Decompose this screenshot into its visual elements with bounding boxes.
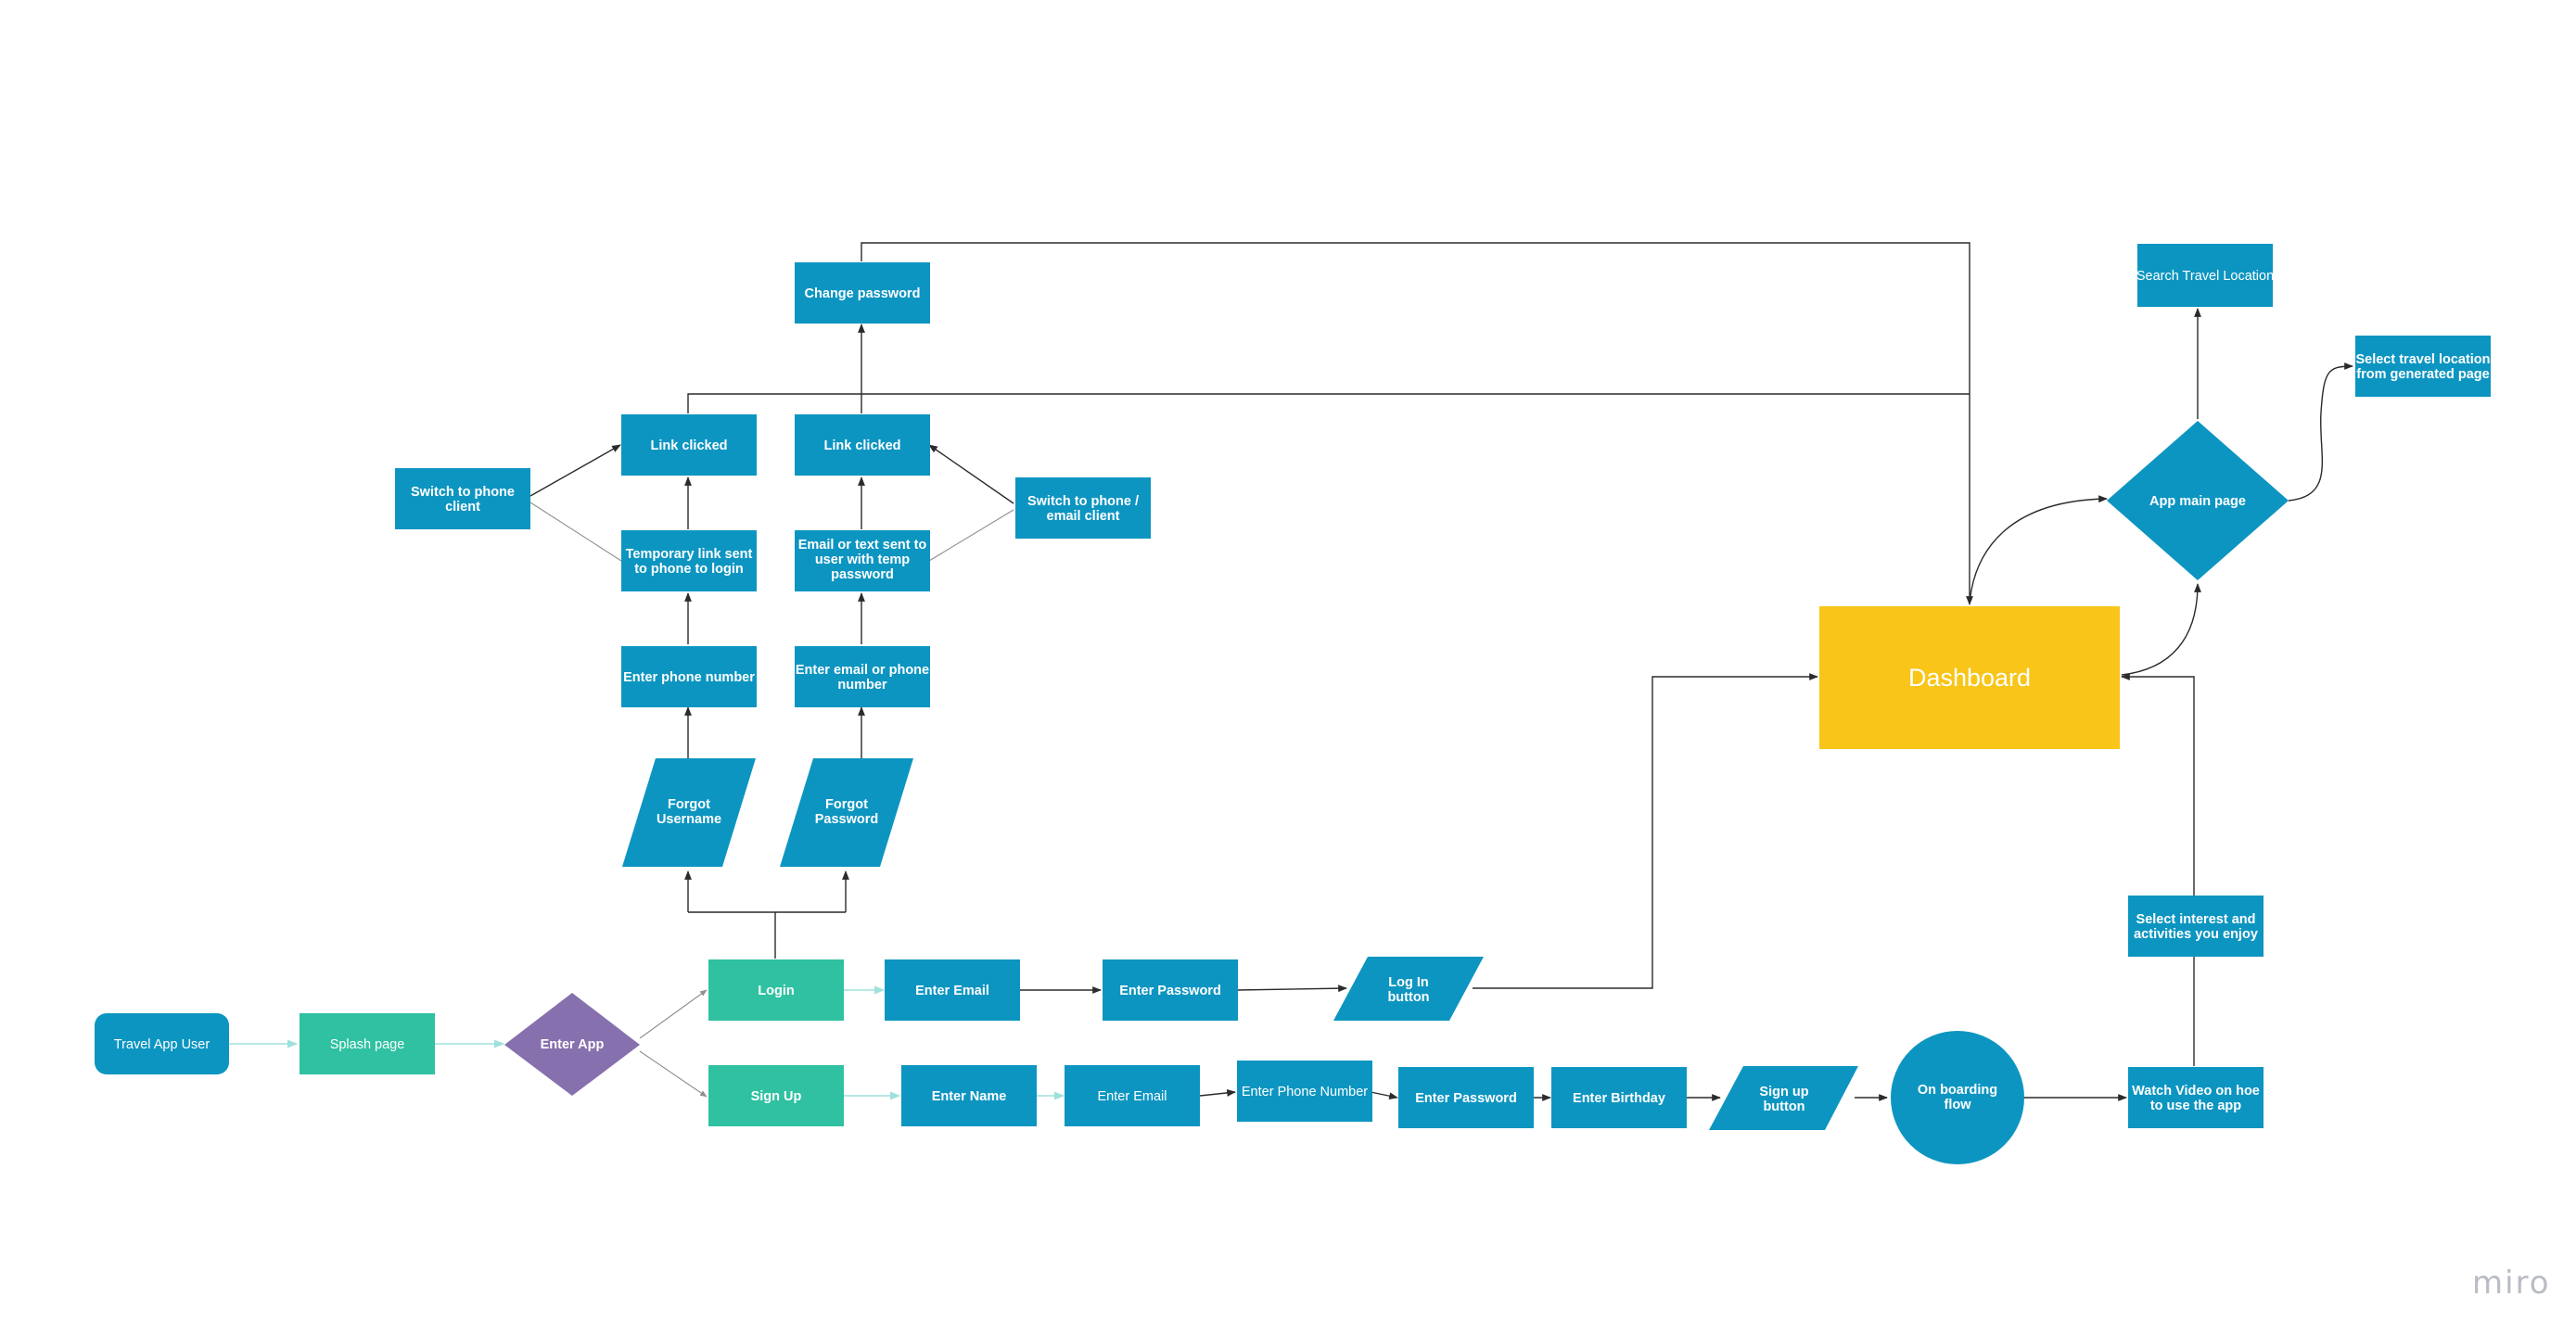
edge-link-clicked-left-to-dashboard	[687, 393, 1970, 413]
node-label: Switch to phone /	[1027, 494, 1139, 509]
node-search-travel-location[interactable]: Search Travel Location	[2136, 244, 2274, 307]
node-label: Select interest and	[2136, 912, 2256, 927]
node-signup-enter-phone[interactable]: Enter Phone Number	[1237, 1061, 1372, 1122]
edge-password-to-login-button	[1236, 985, 1347, 993]
node-label: to use the app	[2150, 1099, 2241, 1113]
node-app-main-page[interactable]: App main page	[2107, 421, 2289, 580]
node-label: Switch to phone	[411, 485, 515, 500]
edge-change-password-to-dashboard	[861, 242, 1973, 605]
node-label: Enter Password	[1415, 1091, 1517, 1106]
node-label: Enter phone number	[623, 670, 755, 685]
nodes: Travel App User Splash page Enter App Lo…	[95, 244, 2491, 1164]
node-label: Forgot	[668, 797, 710, 812]
node-label: from generated page	[2356, 367, 2489, 382]
node-label: Enter Email	[1098, 1089, 1167, 1104]
node-signup-enter-birthday[interactable]: Enter Birthday	[1551, 1067, 1687, 1128]
node-label: Link clicked	[823, 438, 900, 453]
node-label: activities you enjoy	[2134, 927, 2258, 942]
node-label: flow	[1945, 1098, 1972, 1112]
node-log-in-button[interactable]: Log In button	[1333, 957, 1484, 1021]
node-label: Login	[758, 984, 794, 998]
node-label: Dashboard	[1908, 664, 2031, 692]
edge-temp-password-to-switch-email	[928, 509, 1014, 562]
node-travel-app-user[interactable]: Travel App User	[95, 1013, 229, 1074]
node-label: client	[445, 500, 480, 515]
edge-dashboard-to-main-page	[1969, 495, 2108, 603]
node-label: Log In	[1388, 975, 1429, 990]
node-label: button	[1387, 990, 1429, 1005]
node-enter-email-or-phone[interactable]: Enter email or phone number	[795, 646, 930, 707]
node-label: Select travel location	[2355, 352, 2490, 367]
node-change-password[interactable]: Change password	[795, 262, 930, 324]
edge-switch-email-to-link-clicked	[928, 444, 1014, 504]
edge-main-page-to-dashboard	[2121, 583, 2201, 676]
node-label: Enter email or phone	[796, 663, 929, 678]
node-label: number	[837, 678, 887, 692]
node-login-enter-email[interactable]: Enter Email	[885, 959, 1020, 1021]
node-select-travel-location[interactable]: Select travel location from generated pa…	[2355, 336, 2491, 397]
node-label: user with temp	[815, 553, 910, 567]
edge-phone-to-password	[1370, 1091, 1398, 1100]
edge-interest-to-dashboard	[2121, 673, 2195, 896]
node-label: Search Travel Location	[2136, 269, 2274, 284]
node-label: Change password	[805, 286, 921, 301]
node-label: On boarding	[1918, 1083, 1997, 1098]
node-enter-app[interactable]: Enter App	[504, 993, 640, 1096]
node-signup-enter-email[interactable]: Enter Email	[1065, 1065, 1200, 1126]
node-label: Enter Email	[915, 984, 989, 998]
node-sign-up[interactable]: Sign Up	[708, 1065, 844, 1126]
node-login-enter-password[interactable]: Enter Password	[1103, 959, 1238, 1021]
node-signup-enter-name[interactable]: Enter Name	[901, 1065, 1037, 1126]
node-label: Forgot	[825, 797, 868, 812]
node-label: email client	[1047, 509, 1120, 524]
node-sign-up-button[interactable]: Sign up button	[1709, 1066, 1858, 1130]
node-label: Enter App	[541, 1037, 605, 1052]
edge-login-button-to-dashboard	[1473, 673, 1818, 989]
node-label: button	[1763, 1099, 1804, 1114]
node-link-clicked-left[interactable]: Link clicked	[621, 414, 757, 476]
node-label: Password	[815, 812, 879, 827]
node-dashboard[interactable]: Dashboard	[1819, 606, 2120, 749]
node-on-boarding-flow[interactable]: On boarding flow	[1891, 1031, 2024, 1164]
node-label: Travel App User	[114, 1037, 210, 1052]
node-enter-phone-number[interactable]: Enter phone number	[621, 646, 757, 707]
edge-enter-app-to-signup	[639, 1050, 708, 1098]
node-label: Splash page	[330, 1037, 405, 1052]
node-label: Temporary link sent	[626, 547, 753, 562]
node-login[interactable]: Login	[708, 959, 844, 1021]
edge-main-page-to-select-location	[2288, 362, 2353, 502]
node-label: Username	[657, 812, 721, 827]
node-switch-to-phone-client[interactable]: Switch to phone client	[395, 468, 530, 529]
node-label: Enter Password	[1119, 984, 1221, 998]
node-label: Watch Video on hoe	[2132, 1084, 2260, 1099]
node-label: to phone to login	[634, 562, 744, 577]
node-label: Email or text sent to	[798, 538, 927, 553]
node-select-interest[interactable]: Select interest and activities you enjoy	[2128, 896, 2264, 957]
node-forgot-username[interactable]: Forgot Username	[622, 758, 756, 867]
node-temporary-link-sent[interactable]: Temporary link sent to phone to login	[621, 530, 757, 591]
node-label: Enter Name	[932, 1089, 1007, 1104]
connectors	[228, 242, 2353, 1101]
node-forgot-password[interactable]: Forgot Password	[780, 758, 913, 867]
node-label: Link clicked	[650, 438, 727, 453]
node-watch-video[interactable]: Watch Video on hoe to use the app	[2128, 1067, 2264, 1128]
edge-switch-client-to-link-clicked	[529, 444, 621, 497]
edge-email-to-phone	[1199, 1089, 1236, 1097]
miro-watermark-logo: miro	[2472, 1264, 2551, 1302]
edge-temp-link-to-switch-client	[529, 502, 622, 562]
node-splash-page[interactable]: Splash page	[300, 1013, 435, 1074]
node-link-clicked-right[interactable]: Link clicked	[795, 414, 930, 476]
node-switch-to-phone-email-client[interactable]: Switch to phone / email client	[1015, 477, 1151, 539]
node-signup-enter-password[interactable]: Enter Password	[1398, 1067, 1534, 1128]
node-label: Sign Up	[751, 1089, 802, 1104]
edge-enter-app-to-login	[639, 989, 708, 1039]
node-label: Sign up	[1759, 1085, 1808, 1099]
node-label: App main page	[2149, 494, 2246, 509]
node-label: Enter Birthday	[1573, 1091, 1665, 1106]
node-label: Enter Phone Number	[1242, 1085, 1368, 1099]
node-label: password	[831, 567, 894, 582]
node-email-or-text-sent[interactable]: Email or text sent to user with temp pas…	[795, 530, 930, 591]
